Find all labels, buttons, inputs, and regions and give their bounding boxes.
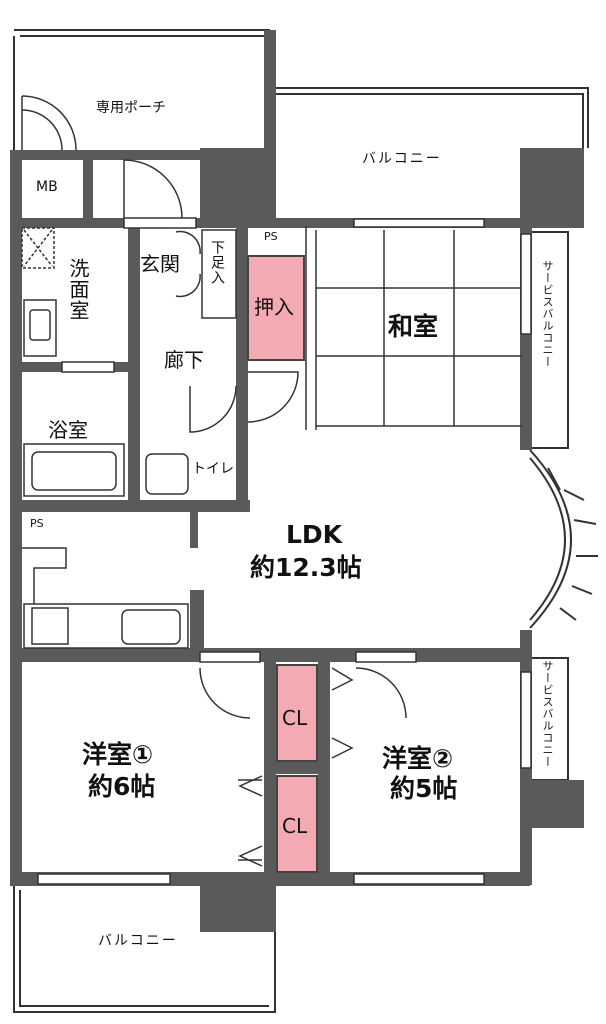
cl-bottom-label: CL	[282, 814, 308, 838]
oshiire-closet	[247, 255, 305, 361]
porch-label: 専用ポーチ	[96, 100, 166, 116]
western2-size-label: 約5帖	[390, 774, 458, 803]
cl-closet-bottom	[276, 775, 318, 873]
service-balcony-label: サービスバルコニー	[541, 260, 554, 368]
western1-size-label: 約6帖	[88, 772, 156, 801]
ps-left-label: PS	[30, 517, 44, 530]
windows	[37, 217, 532, 885]
doors	[21, 95, 407, 867]
bay-window	[529, 449, 598, 629]
mb-label: MB	[36, 179, 58, 195]
washitsu-label: 和室	[388, 312, 439, 341]
closets	[247, 255, 318, 873]
balcony-outlines	[13, 29, 589, 1013]
ps-top-label: PS	[264, 230, 278, 243]
fixtures	[21, 227, 237, 649]
ldk-size-label: 約12.3帖	[250, 553, 362, 582]
entrance-label: 玄関	[140, 252, 180, 276]
washroom-label: 洗面室	[66, 258, 90, 321]
balcony-bottom-label: バルコニー	[98, 933, 178, 949]
tatami-lines	[305, 226, 522, 430]
bath-label: 浴室	[48, 418, 88, 442]
cl-closet-top	[276, 664, 318, 762]
hallway-label: 廊下	[164, 348, 204, 372]
oshiire-label: 押入	[254, 295, 294, 319]
toilet-label: トイレ	[192, 461, 234, 477]
balcony-top-label: バルコニー	[362, 151, 442, 167]
shoe-box-label: 下足入	[209, 240, 225, 285]
western2-name-label: 洋室②	[382, 744, 454, 773]
cl-top-label: CL	[282, 706, 308, 730]
service-balcony2-label: サービスバルコニー	[541, 660, 554, 768]
ldk-name-label: LDK	[286, 520, 343, 549]
western1-name-label: 洋室①	[82, 740, 154, 769]
